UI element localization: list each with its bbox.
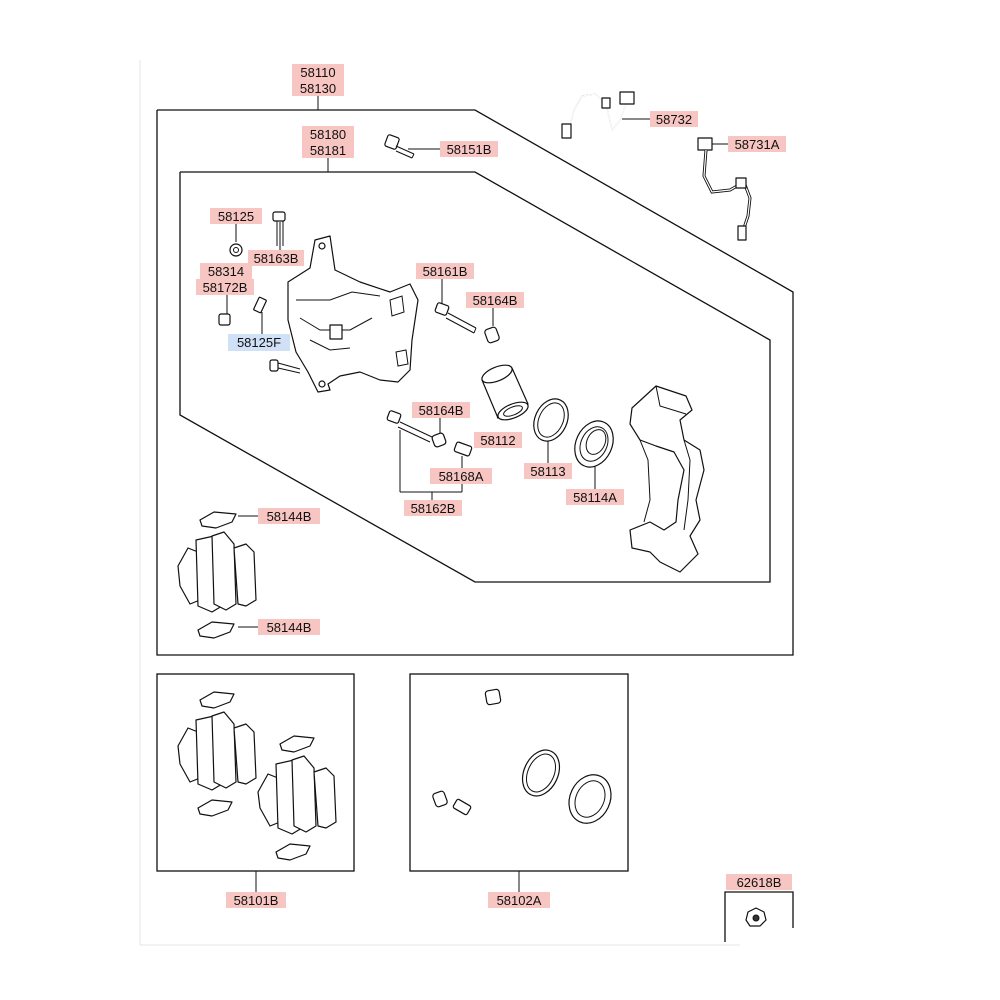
svg-text:58125F: 58125F bbox=[237, 335, 281, 350]
piston-drawing bbox=[481, 364, 529, 421]
label-58181[interactable]: 58181 bbox=[302, 142, 354, 158]
svg-text:58110: 58110 bbox=[300, 65, 335, 80]
nut-drawing bbox=[745, 907, 767, 927]
label-58163b[interactable]: 58163B bbox=[248, 250, 304, 266]
brake-hose-58731a-drawing bbox=[697, 137, 752, 241]
label-58162b[interactable]: 58162B bbox=[404, 500, 462, 516]
label-58732[interactable]: 58732 bbox=[650, 111, 698, 127]
svg-text:58181: 58181 bbox=[310, 143, 346, 158]
svg-text:58172B: 58172B bbox=[203, 280, 248, 295]
svg-text:58180: 58180 bbox=[310, 127, 346, 142]
label-58164b-lower[interactable]: 58164B bbox=[412, 402, 470, 418]
guide-pin-upper-drawing bbox=[434, 302, 500, 344]
svg-text:58314: 58314 bbox=[208, 264, 244, 279]
brake-pads-drawing bbox=[177, 511, 257, 639]
label-58161b[interactable]: 58161B bbox=[416, 263, 474, 279]
label-58125f[interactable]: 58125F bbox=[228, 334, 290, 351]
svg-text:58732: 58732 bbox=[656, 112, 692, 127]
piston-seal-drawing bbox=[533, 398, 569, 442]
brake-hose-58732-drawing bbox=[561, 91, 635, 139]
label-58110[interactable]: 58110 bbox=[292, 64, 344, 80]
svg-text:58144B: 58144B bbox=[267, 509, 312, 524]
label-58130[interactable]: 58130 bbox=[292, 80, 344, 96]
label-58101b[interactable]: 58101B bbox=[226, 892, 286, 908]
svg-text:58731A: 58731A bbox=[735, 137, 780, 152]
label-58144b-upper[interactable]: 58144B bbox=[258, 508, 320, 524]
svg-text:58161B: 58161B bbox=[423, 264, 468, 279]
bolt-58151b-drawing bbox=[384, 134, 415, 159]
svg-text:62618B: 62618B bbox=[737, 875, 782, 890]
svg-text:58125: 58125 bbox=[218, 209, 254, 224]
label-58168a[interactable]: 58168A bbox=[430, 468, 492, 484]
label-58172b[interactable]: 58172B bbox=[196, 279, 254, 295]
svg-text:58151B: 58151B bbox=[447, 142, 492, 157]
svg-text:58168A: 58168A bbox=[439, 469, 484, 484]
svg-text:58162B: 58162B bbox=[411, 501, 456, 516]
svg-text:58164B: 58164B bbox=[419, 403, 464, 418]
svg-text:58102A: 58102A bbox=[497, 893, 542, 908]
dust-boot-drawing bbox=[574, 420, 614, 468]
svg-text:58144B: 58144B bbox=[267, 620, 312, 635]
seal-kit-frame bbox=[409, 673, 629, 872]
svg-text:58164B: 58164B bbox=[473, 293, 518, 308]
label-58114a[interactable]: 58114A bbox=[566, 489, 624, 505]
guide-pin-lower-drawing bbox=[386, 410, 473, 457]
label-58314[interactable]: 58314 bbox=[200, 263, 252, 279]
caliper-bracket-drawing bbox=[629, 385, 705, 573]
label-58125[interactable]: 58125 bbox=[210, 208, 262, 224]
svg-text:58163B: 58163B bbox=[254, 251, 299, 266]
label-58180[interactable]: 58180 bbox=[302, 126, 354, 142]
leader-lines bbox=[226, 96, 728, 892]
label-58112[interactable]: 58112 bbox=[474, 432, 522, 448]
caliper-body-drawing bbox=[287, 235, 419, 393]
label-58113[interactable]: 58113 bbox=[524, 463, 572, 479]
label-62618b[interactable]: 62618B bbox=[726, 874, 792, 890]
label-58731a[interactable]: 58731A bbox=[728, 136, 786, 152]
svg-text:58112: 58112 bbox=[480, 433, 515, 448]
svg-text:58130: 58130 bbox=[300, 81, 336, 96]
caliper-assembly-frame bbox=[156, 109, 794, 656]
svg-text:58101B: 58101B bbox=[234, 893, 279, 908]
label-58102a[interactable]: 58102A bbox=[488, 892, 550, 908]
label-58164b-upper[interactable]: 58164B bbox=[466, 292, 524, 308]
svg-text:58114A: 58114A bbox=[573, 490, 617, 505]
caliper-body-frame bbox=[179, 171, 771, 583]
label-58144b-lower[interactable]: 58144B bbox=[258, 619, 320, 635]
svg-text:58113: 58113 bbox=[530, 464, 565, 479]
label-58151b[interactable]: 58151B bbox=[440, 141, 498, 157]
nut-frame bbox=[724, 891, 794, 942]
seal-kit-drawing bbox=[432, 688, 612, 824]
pad-kit-drawing bbox=[177, 691, 337, 861]
small-parts-drawing bbox=[218, 211, 301, 374]
